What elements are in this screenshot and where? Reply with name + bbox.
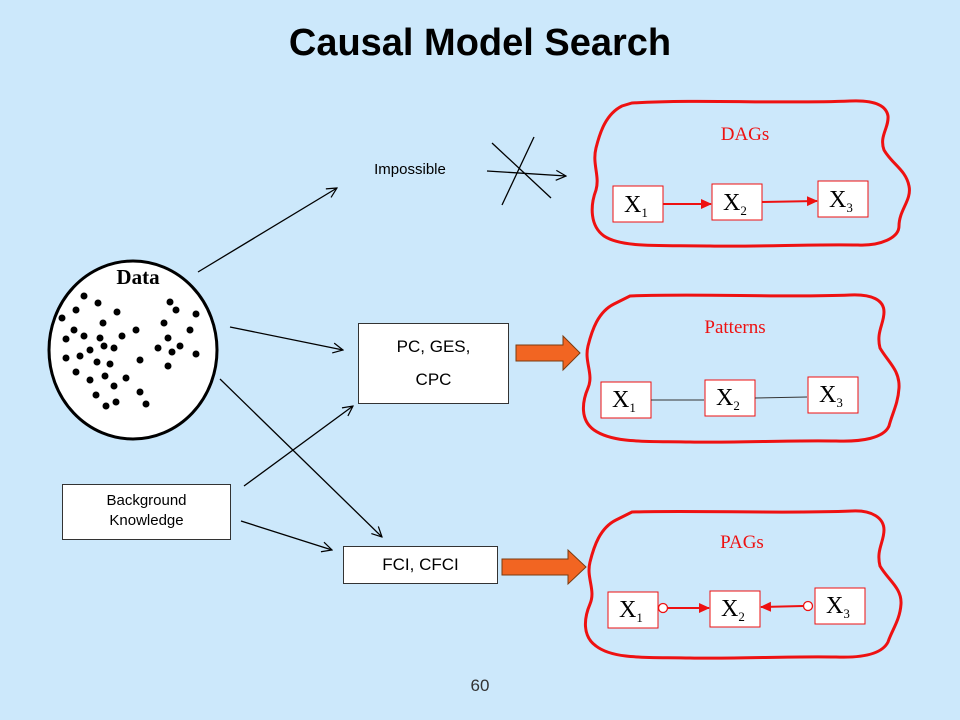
- bg-line-2: Knowledge: [109, 512, 184, 529]
- svg-text:X2: X2: [721, 596, 745, 624]
- data-points: [58, 292, 200, 410]
- bg-line-1: Background: [106, 492, 187, 509]
- pags-node-3: [814, 587, 866, 625]
- pags-label: PAGs: [720, 532, 764, 553]
- patterns-node-1: [600, 381, 652, 419]
- svg-text:X3: X3: [826, 593, 850, 621]
- arrow-impossible-to-dags: [486, 171, 566, 176]
- pags-outline: [584, 509, 903, 660]
- patterns-edge-2-3: [754, 396, 808, 399]
- pags-circle-end-3: [802, 600, 814, 612]
- data-circle: Data: [47, 259, 219, 441]
- cross-line-1: [501, 136, 535, 206]
- dags-label: DAGs: [721, 124, 770, 145]
- patterns-node-3: [807, 376, 859, 414]
- pags-group: PAGs X1 X2 X3: [584, 509, 903, 660]
- page-number: 60: [470, 676, 490, 695]
- pags-node-2: [709, 590, 761, 628]
- patterns-group: Patterns X1 X2 X3: [582, 293, 901, 444]
- arrow-bk-to-pc: [243, 406, 353, 487]
- arrow-data-to-pc: [229, 326, 343, 350]
- dags-outline: [590, 99, 911, 248]
- pags-node-1: [607, 591, 659, 629]
- svg-text:X1: X1: [612, 387, 636, 415]
- arrow-data-to-fci: [219, 378, 382, 537]
- patterns-label: Patterns: [704, 317, 765, 338]
- svg-text:X1: X1: [619, 597, 643, 625]
- dags-edge-2-3: [761, 196, 818, 207]
- pc-line-2: CPC: [415, 370, 452, 389]
- pc-line-1: PC, GES,: [396, 337, 471, 356]
- cross-line-2: [491, 142, 552, 199]
- svg-text:X1: X1: [624, 192, 648, 220]
- fci-cfci-box: FCI, CFCI: [343, 546, 498, 584]
- arrow-data-to-impossible: [197, 188, 337, 273]
- slide-title: Causal Model Search: [288, 22, 672, 64]
- pags-circle-end-1: [657, 602, 669, 614]
- orange-arrow-patterns: [515, 334, 581, 372]
- data-label: Data: [116, 265, 160, 289]
- pc-ges-cpc-box: PC, GES, CPC: [358, 323, 509, 404]
- dags-node-2: [711, 183, 763, 221]
- patterns-outline: [582, 293, 901, 444]
- pags-edge-3-2: [760, 601, 804, 612]
- connector-arrows: [197, 136, 566, 550]
- impossible-label: Impossible: [374, 161, 446, 178]
- svg-text:X2: X2: [723, 190, 747, 218]
- orange-arrow-pags: [501, 548, 587, 586]
- svg-text:X3: X3: [819, 382, 843, 410]
- arrow-bk-to-fci: [240, 520, 332, 550]
- background-knowledge-box: Background Knowledge: [62, 484, 231, 540]
- patterns-node-2: [704, 379, 756, 417]
- svg-text:X3: X3: [829, 187, 853, 215]
- dags-group: DAGs X1 X2 X3: [590, 99, 911, 248]
- dags-node-3: [817, 180, 869, 218]
- svg-text:X2: X2: [716, 385, 740, 413]
